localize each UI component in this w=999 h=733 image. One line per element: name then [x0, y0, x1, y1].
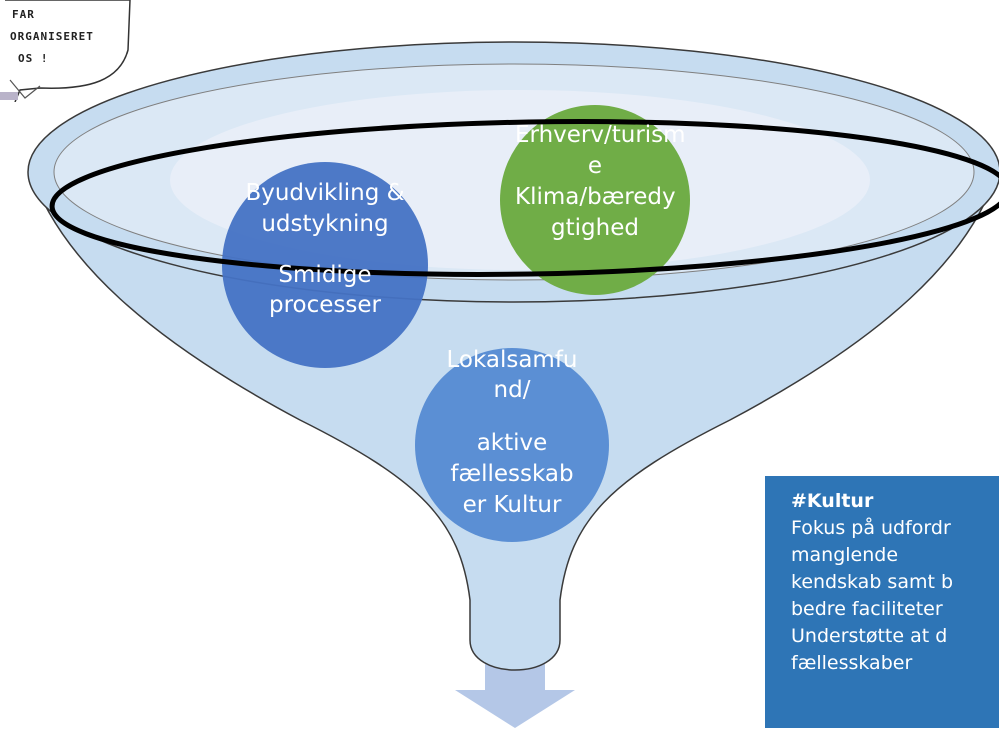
note-line: Understøtte at d [791, 625, 948, 647]
sketch-text-3: OS ! [18, 52, 49, 65]
circle-lokalsamfund [415, 348, 609, 542]
lokalsamfund-sublabel: aktive fællesskab er Kultur [450, 430, 574, 518]
note-line: bedre faciliteter [791, 598, 943, 620]
note-line: kendskab samt b [791, 571, 954, 593]
highlight-ellipse [49, 119, 999, 277]
note-line: manglende [791, 544, 899, 566]
sketch-text-2: ORGANISERET [10, 30, 94, 43]
note-line: Fokus på udfordr [791, 517, 951, 539]
note-line: fællesskaber [791, 652, 913, 674]
erhverv-label: Erhverv/turism e Klima/bæredy gtighed [515, 122, 686, 241]
lokalsamfund-label: Lokalsamfu nd/ [446, 347, 578, 403]
note-title: #Kultur [791, 490, 874, 512]
circle-byudvikling [222, 162, 428, 368]
down-arrow-icon [455, 655, 575, 728]
cartoon-speech-bubble: FAR ORGANISERET OS ! [0, 0, 140, 103]
circle-erhverv [500, 105, 690, 295]
byudvikling-sublabel: Smidige processer [269, 262, 381, 318]
byudvikling-label: Byudvikling & udstykning [245, 180, 405, 237]
kultur-note-box: #Kultur Fokus på udfordr manglende kends… [765, 476, 999, 728]
sketch-text-1: FAR [12, 8, 35, 21]
